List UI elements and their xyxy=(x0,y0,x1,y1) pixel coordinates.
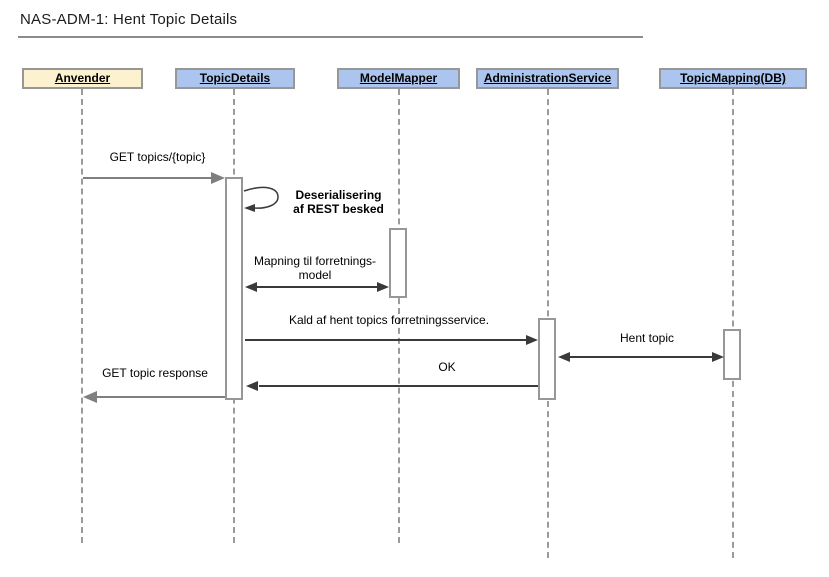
self-message-loop xyxy=(243,186,279,212)
arrowhead-right-icon xyxy=(712,352,724,362)
arrow-line-ok xyxy=(259,385,538,387)
arrowhead-left-icon xyxy=(246,381,258,391)
message-label-hent-topic: Hent topic xyxy=(619,331,675,345)
actor-box-anvender: Anvender xyxy=(22,68,143,89)
arrowhead-left-icon xyxy=(245,282,257,292)
activation-topicdetails xyxy=(225,177,243,400)
activation-administrationservice xyxy=(538,318,556,400)
arrowhead-right-icon xyxy=(377,282,389,292)
actor-box-administrationservice: AdministrationService xyxy=(476,68,619,89)
message-label-ok: OK xyxy=(438,360,456,374)
message-label-get-topics: GET topics/{topic} xyxy=(109,150,206,164)
actor-box-topicdetails: TopicDetails xyxy=(175,68,295,89)
title-underline xyxy=(18,36,643,38)
actor-label-topicmapping: TopicMapping(DB) xyxy=(680,71,786,85)
arrowhead-left-icon xyxy=(558,352,570,362)
lifeline-anvender xyxy=(81,89,83,543)
arrowhead-right-icon xyxy=(211,172,225,184)
actor-label-modelmapper: ModelMapper xyxy=(359,71,438,85)
message-label-mapning: Mapning til forretnings- model xyxy=(253,254,377,282)
message-label-kald: Kald af hent topics forretningsservice. xyxy=(288,313,490,327)
arrow-line-kald xyxy=(245,339,526,341)
arrowhead-left-icon xyxy=(83,391,97,403)
arrow-line-mapning xyxy=(255,286,377,288)
message-label-get-topic-response: GET topic response xyxy=(102,366,208,380)
actor-box-modelmapper: ModelMapper xyxy=(337,68,460,89)
actor-label-topicdetails: TopicDetails xyxy=(199,71,271,85)
activation-topicmapping xyxy=(723,329,741,380)
arrowhead-right-icon xyxy=(526,335,538,345)
arrowhead-left-icon xyxy=(244,204,255,212)
actor-box-topicmapping: TopicMapping(DB) xyxy=(659,68,807,89)
page-title: NAS-ADM-1: Hent Topic Details xyxy=(20,11,238,28)
arrow-line-hent-topic xyxy=(570,356,712,358)
actor-label-administrationservice: AdministrationService xyxy=(483,71,612,85)
lifeline-topicmapping xyxy=(732,89,734,558)
lifeline-modelmapper xyxy=(398,89,400,543)
activation-modelmapper xyxy=(389,228,407,298)
arrow-line-get-topics xyxy=(83,177,211,179)
message-label-deserialisering: Deserialisering af REST besked xyxy=(293,188,384,216)
actor-label-anvender: Anvender xyxy=(54,71,111,85)
arrow-line-get-topic-response xyxy=(96,396,225,398)
